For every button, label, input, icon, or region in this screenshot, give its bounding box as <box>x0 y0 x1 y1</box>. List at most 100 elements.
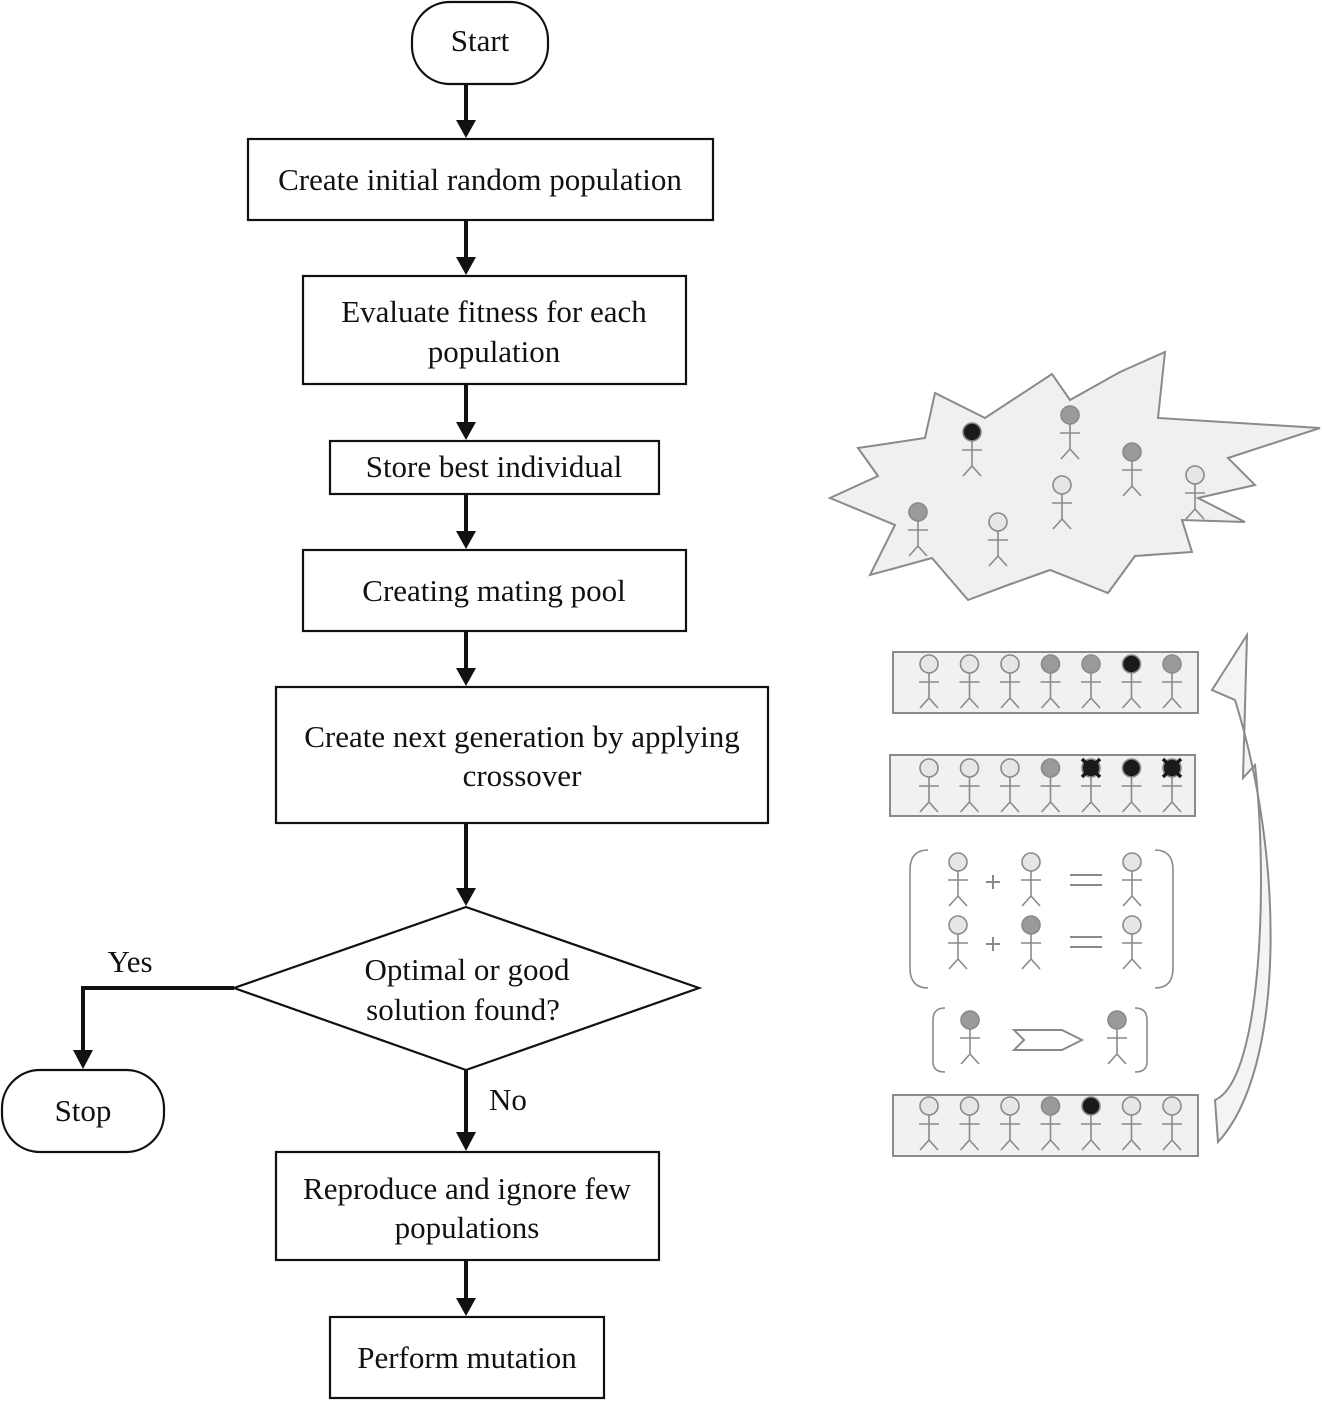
individual-icon <box>948 915 968 970</box>
population-illustration <box>827 350 1321 1157</box>
decision-label-line-1: Optimal or good <box>365 952 570 987</box>
mutation-bracket-left <box>932 1007 946 1073</box>
individual-icon <box>1122 915 1142 970</box>
individual-icon <box>960 1010 980 1065</box>
evaluate-fitness-box <box>301 274 688 386</box>
crossover-bracket-right <box>1154 849 1174 989</box>
individual-icon <box>948 852 968 907</box>
individual-icon <box>1161 757 1183 813</box>
stop-terminal <box>0 1068 166 1154</box>
strip-2-individuals <box>919 757 1183 813</box>
arrowhead <box>456 1298 476 1316</box>
store-best-box <box>328 439 661 496</box>
individual-icon <box>1081 1096 1101 1151</box>
mutation-label: Perform mutation <box>357 1340 577 1375</box>
individual-icon <box>1040 654 1061 709</box>
curved-arrow-icon <box>1210 631 1272 1145</box>
plus-icon <box>986 937 1000 951</box>
next-generation-node: Create next generation by applying cross… <box>274 685 770 825</box>
mutation-node: Perform mutation <box>328 1315 606 1400</box>
individual-icon <box>919 654 939 709</box>
individual-icon <box>1121 1096 1142 1151</box>
arrowhead <box>456 422 476 440</box>
stop-node: Stop <box>0 1068 166 1154</box>
evaluate-fitness-node: Evaluate fitness for each population <box>301 274 688 386</box>
individual-icon <box>1021 852 1041 907</box>
arrowhead <box>73 1050 93 1069</box>
arrowhead <box>456 531 476 549</box>
evaluate-fitness-label-line-2: population <box>428 334 561 369</box>
cross-mark-icon <box>1080 757 1102 779</box>
arrowhead <box>456 888 476 906</box>
individual-icon <box>1122 852 1142 907</box>
individual-icon <box>1121 758 1142 813</box>
population-burst <box>827 350 1321 602</box>
individual-icon <box>1185 465 1205 520</box>
individual-icon <box>1000 1096 1020 1151</box>
strip-3-individuals <box>919 1096 1182 1151</box>
individual-icon <box>1021 915 1041 970</box>
start-node: Start <box>410 0 550 86</box>
individual-icon <box>919 1096 939 1151</box>
individual-icon <box>1081 654 1101 709</box>
reproduce-node: Reproduce and ignore few populations <box>274 1150 661 1262</box>
decision-diamond <box>230 905 703 1072</box>
create-population-node: Create initial random population <box>246 137 715 222</box>
cross-mark-icon <box>1161 757 1183 779</box>
create-population-label: Create initial random population <box>278 162 682 197</box>
create-population-box <box>246 137 715 222</box>
equals-icon <box>1070 874 1102 886</box>
strip-1-individuals <box>919 654 1182 709</box>
individual-icon <box>959 654 980 709</box>
individual-icon <box>959 758 980 813</box>
mating-pool-box <box>301 548 688 633</box>
crossover-illustration <box>948 852 1142 970</box>
start-terminal <box>410 0 550 86</box>
arrowhead <box>456 257 476 275</box>
individual-icon <box>908 502 928 557</box>
plus-icon <box>986 875 1000 889</box>
store-best-label: Store best individual <box>366 449 623 484</box>
crossover-bracket-left <box>909 849 929 989</box>
reproduce-label-line-2: populations <box>395 1210 540 1245</box>
individual-icon <box>959 1096 980 1151</box>
individual-icon <box>1052 475 1072 530</box>
individual-icon <box>988 512 1008 567</box>
individual-icon <box>962 422 982 477</box>
individual-icon <box>1122 442 1142 497</box>
mating-pool-label: Creating mating pool <box>362 573 625 608</box>
individual-icon <box>1162 1096 1182 1151</box>
start-label: Start <box>451 23 510 58</box>
arrowhead <box>456 120 476 138</box>
mutation-box <box>328 1315 606 1400</box>
reproduce-box <box>274 1150 661 1262</box>
no-label: No <box>489 1082 527 1117</box>
next-generation-label-line-2: crossover <box>463 758 582 793</box>
arrowhead <box>456 1132 476 1151</box>
mating-pool-node: Creating mating pool <box>301 548 688 633</box>
mutation-bracket-right <box>1134 1007 1148 1073</box>
individual-icon <box>1107 1010 1127 1065</box>
arrow-icon <box>1011 1029 1085 1051</box>
edge-decision-yes-to-stop <box>81 986 234 1052</box>
individual-icon <box>1000 758 1020 813</box>
evaluate-fitness-label-line-1: Evaluate fitness for each <box>341 294 647 329</box>
mutation-illustration <box>960 1010 1127 1065</box>
equals-icon <box>1070 936 1102 948</box>
individual-icon <box>1060 405 1080 460</box>
reproduce-label-line-1: Reproduce and ignore few <box>303 1171 632 1206</box>
individual-icon <box>1040 758 1061 813</box>
decision-label-line-2: solution found? <box>366 992 560 1027</box>
individual-icon <box>1000 654 1020 709</box>
individual-icon <box>1040 1096 1061 1151</box>
burst-individuals <box>908 405 1205 567</box>
next-generation-label-line-1: Create next generation by applying <box>304 719 740 754</box>
individual-icon <box>1080 757 1102 813</box>
next-generation-box <box>274 685 770 825</box>
decision-node: Optimal or good solution found? <box>230 905 703 1072</box>
store-best-node: Store best individual <box>328 439 661 496</box>
individual-icon <box>1121 654 1142 709</box>
individual-icon <box>919 758 939 813</box>
